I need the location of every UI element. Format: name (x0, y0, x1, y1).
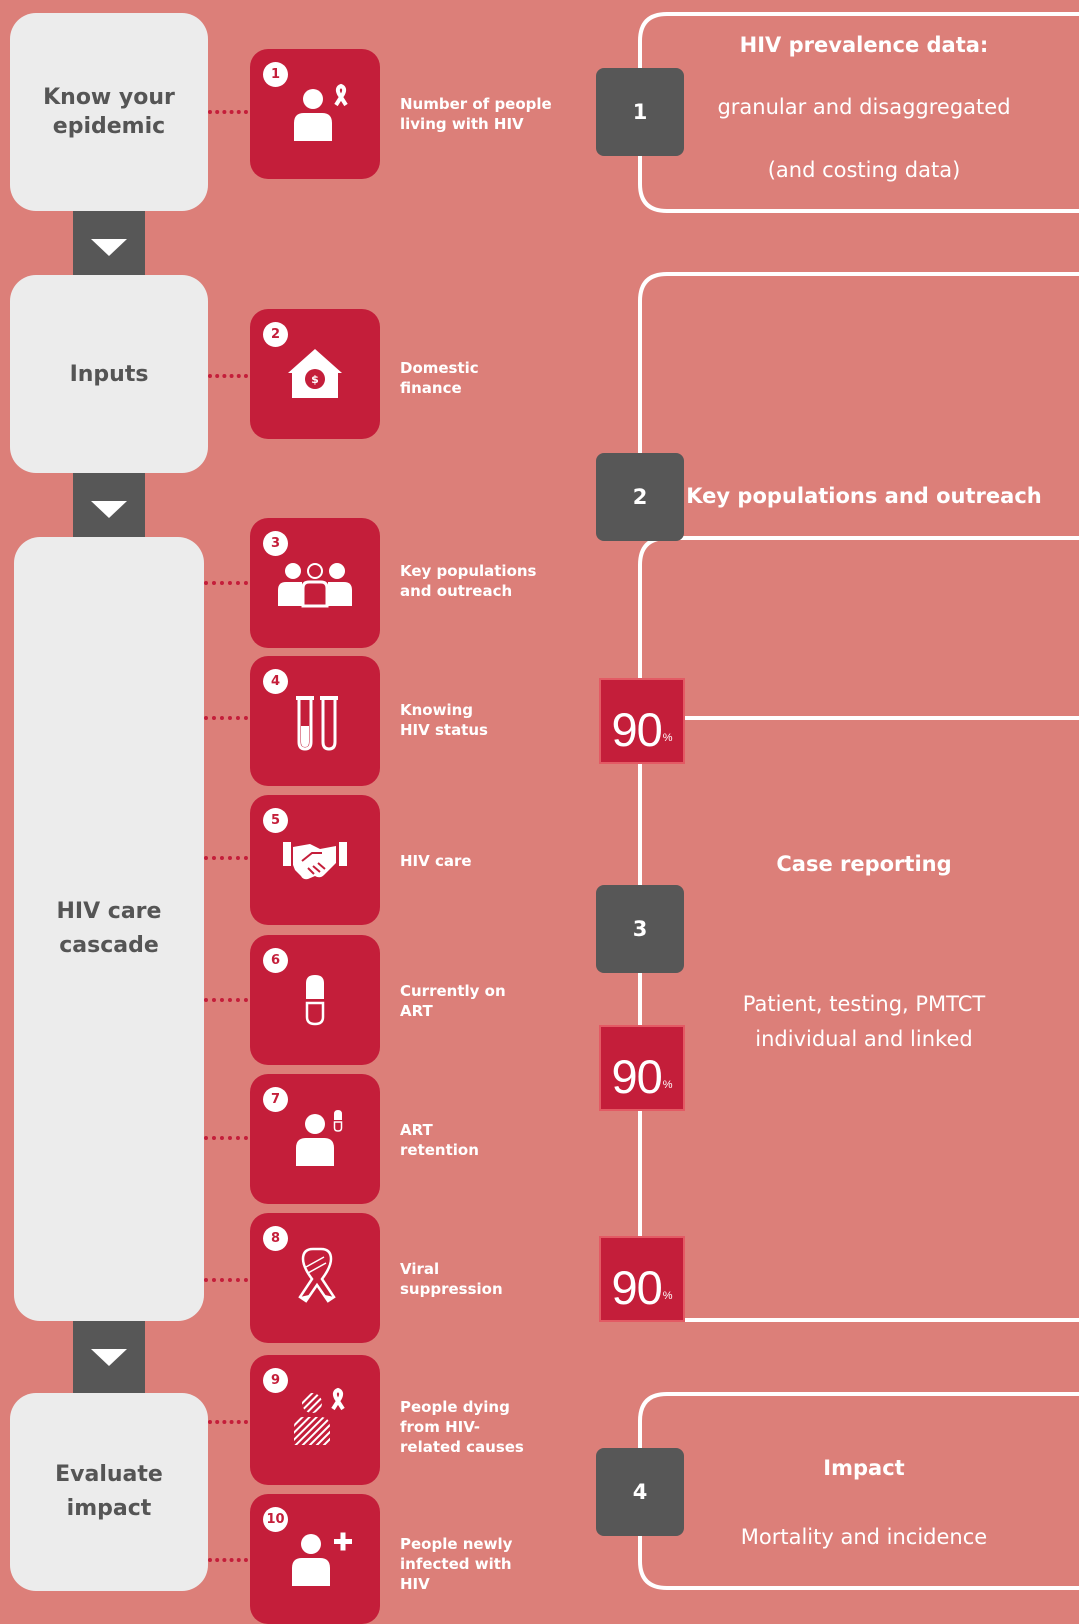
indicator-tile-10: 10 (250, 1494, 380, 1624)
indicator-number: 4 (263, 669, 288, 694)
indicator-label-8: Viral suppression (400, 1260, 503, 1298)
indicator-number: 9 (263, 1368, 288, 1393)
down-arrow-icon (91, 501, 127, 518)
indicator-label-1: Number of people living with HIV (400, 95, 552, 133)
target-badge-2: 90% (599, 1025, 685, 1111)
data-system-number-1: 1 (596, 68, 684, 156)
ribbon-icon (298, 1247, 336, 1303)
indicator-label-2: Domestic finance (400, 359, 479, 397)
target-value: 90 (611, 1050, 662, 1103)
dotted-connector (204, 1278, 248, 1282)
indicator-label-10: People newly infected with HIV (400, 1535, 513, 1593)
indicator-tile-2: 2 $ (250, 309, 380, 439)
target-unit: % (662, 1079, 673, 1091)
indicator-tile-9: 9 (250, 1355, 380, 1485)
house-coin-icon: $ (288, 349, 342, 398)
indicator-number: 6 (263, 948, 288, 973)
indicator-tile-4: 4 (250, 656, 380, 786)
indicator-label-7: ART retention (400, 1121, 479, 1159)
target-unit: % (662, 732, 673, 744)
stage-evaluate-impact: Evaluate impact (10, 1393, 208, 1591)
indicator-number: 1 (263, 62, 288, 87)
indicator-tile-7: 7 (250, 1074, 380, 1204)
panel-3-body: Patient, testing, PMTCT individual and l… (742, 992, 986, 1051)
indicator-label-9: People dying from HIV- related causes (400, 1398, 524, 1456)
down-arrow-icon (91, 1349, 127, 1366)
person-pill-icon (296, 1110, 343, 1166)
target-unit: % (662, 1290, 673, 1302)
svg-text:$: $ (311, 373, 319, 386)
indicator-tile-8: 8 (250, 1213, 380, 1343)
indicator-number: 10 (263, 1507, 288, 1532)
indicator-number: 3 (263, 531, 288, 556)
panel-3-outline (638, 536, 1079, 1322)
test-tubes-icon (296, 696, 338, 751)
indicator-number: 7 (263, 1087, 288, 1112)
data-system-number-2: 2 (596, 453, 684, 541)
target-badge-1: 90% (599, 678, 685, 764)
panel-1-body-line-1: granular and disaggregated (717, 95, 1011, 119)
dotted-connector (204, 716, 248, 720)
panel-4-title: Impact (823, 1456, 905, 1480)
group-icon (278, 563, 352, 608)
indicator-tile-1: 1 (250, 49, 380, 179)
down-arrow-icon (91, 239, 127, 256)
indicator-label-3: Key populations and outreach (400, 562, 537, 600)
dotted-connector (208, 374, 248, 378)
stage-hiv-care-cascade: HIV care cascade (14, 537, 204, 1321)
stage-connector (73, 1321, 145, 1393)
dotted-connector (208, 1420, 248, 1424)
dotted-connector (208, 1558, 248, 1562)
indicator-number: 2 (263, 322, 288, 347)
data-system-number-4: 4 (596, 1448, 684, 1536)
dotted-connector (204, 856, 248, 860)
panel-3-title: Case reporting (776, 852, 952, 876)
data-system-number-3: 3 (596, 885, 684, 973)
panel-4-body: Mortality and incidence (740, 1525, 988, 1549)
stage-connector (73, 473, 145, 537)
indicator-label-6: Currently on ART (400, 982, 506, 1020)
indicator-label-5: HIV care (400, 852, 472, 870)
stage-know-your-epidemic: Know your epidemic (10, 13, 208, 211)
target-value: 90 (611, 1261, 662, 1314)
indicator-label-4: Knowing HIV status (400, 701, 488, 739)
indicator-tile-6: 6 (250, 935, 380, 1065)
indicator-tile-5: 5 (250, 795, 380, 925)
indicator-number: 8 (263, 1226, 288, 1251)
target-value: 90 (611, 703, 662, 756)
panel-1-body-line-2: (and costing data) (767, 158, 961, 182)
panel-2-title: Key populations and outreach (686, 484, 1042, 508)
hatched-person-ribbon-icon (294, 1387, 345, 1445)
person-plus-icon (292, 1532, 352, 1586)
target-badge-3: 90% (599, 1236, 685, 1322)
handshake-icon (283, 842, 347, 880)
panel-1-title: HIV prevalence data: (739, 33, 989, 57)
panel-2-outline (638, 272, 1079, 540)
dotted-connector (204, 1136, 248, 1140)
dotted-connector (204, 998, 248, 1002)
stage-inputs: Inputs (10, 275, 208, 473)
dotted-connector (208, 110, 248, 114)
indicator-number: 5 (263, 808, 288, 833)
stage-connector (73, 211, 145, 275)
dotted-connector (204, 581, 248, 585)
panel-4-outline (638, 1392, 1079, 1590)
pill-capsule-icon (305, 975, 325, 1026)
indicator-tile-3: 3 (250, 518, 380, 648)
person-ribbon-icon (294, 83, 348, 141)
